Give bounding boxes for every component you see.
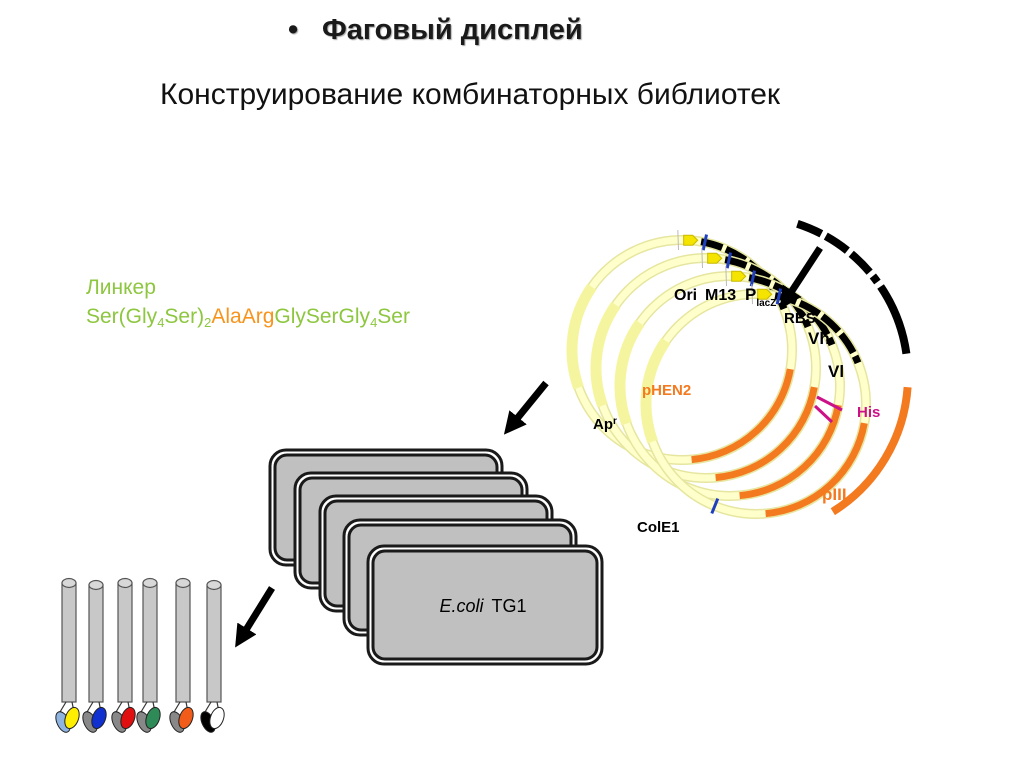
phen2-segment xyxy=(691,368,794,464)
vl-label: Vl xyxy=(828,362,844,381)
tick-mark xyxy=(677,230,680,251)
phage-linker xyxy=(59,701,67,713)
his-tag-marker xyxy=(813,404,834,424)
phen2-segment xyxy=(765,422,868,518)
phage-linker xyxy=(86,701,94,713)
linker-label: Линкер xyxy=(86,276,156,299)
slide-title-text: Фаговый дисплей xyxy=(322,14,583,46)
vh-label: Vh xyxy=(808,329,830,348)
phage-linker xyxy=(173,701,181,713)
plac-main: P xyxy=(745,285,756,304)
ori-marker xyxy=(749,270,757,287)
linker-block: Линкер Ser(Gly4Ser)2AlaArgGlySerGly4Ser xyxy=(86,273,410,331)
apr-label: Apr xyxy=(593,416,617,433)
phen2-label: pHEN2 xyxy=(642,382,691,399)
phage-body xyxy=(175,582,191,703)
slide-subtitle: Конструирование комбинаторных библиотек xyxy=(160,78,781,111)
ampr-segment xyxy=(614,319,645,426)
phage-linker xyxy=(115,701,123,713)
ori-marker xyxy=(701,234,709,251)
linker-part: Ser) xyxy=(164,305,205,328)
vh-segment xyxy=(796,219,881,285)
linker-part: 4 xyxy=(370,315,378,330)
ecoli-cell-box xyxy=(371,549,599,661)
phage-arrow-icon xyxy=(235,586,275,648)
phage-body xyxy=(142,582,158,703)
ecoli-italic: E.coli xyxy=(439,596,484,616)
his-tag-marker xyxy=(816,395,843,412)
antibody-domain-vh xyxy=(64,706,80,730)
bullet-icon: • xyxy=(288,14,299,46)
linker-sequence: Ser(Gly4Ser)2AlaArgGlySerGly4Ser xyxy=(86,302,410,331)
phage-particles xyxy=(55,577,225,733)
phage-linker xyxy=(140,701,148,713)
linker-part: Ser(Gly xyxy=(86,305,158,328)
phage-linker xyxy=(204,701,212,713)
ecoli-label: E.coli TG1 xyxy=(439,596,526,616)
phage-head-cap xyxy=(206,579,222,591)
antibody-domain-vh xyxy=(209,706,225,730)
phage-head-cap xyxy=(117,577,133,589)
phen2-segment xyxy=(715,386,818,482)
plasmid-maps xyxy=(566,219,912,519)
linker-part: 2 xyxy=(204,315,212,330)
cole1-marker xyxy=(710,498,720,514)
his-label: His xyxy=(857,404,880,421)
tick-mark xyxy=(725,266,728,287)
transform-arrow-icon xyxy=(503,380,549,435)
phage-body xyxy=(88,584,104,703)
vl-segment xyxy=(877,284,911,355)
plac-sub: lacZ xyxy=(756,298,776,309)
ecoli-cell-stack xyxy=(268,448,604,666)
piii-label: pIII xyxy=(822,485,847,504)
rbs-label: RBS xyxy=(784,310,816,327)
piii-segment xyxy=(830,386,912,516)
tick-mark xyxy=(751,284,754,305)
tick-mark xyxy=(701,248,704,269)
ori-marker xyxy=(725,252,733,269)
ori-label: Ori xyxy=(674,287,697,304)
antibody-domain-vh xyxy=(91,706,107,730)
phage-body xyxy=(61,582,77,703)
apr-main: Ap xyxy=(593,416,613,433)
antibody-domain-vh xyxy=(120,706,136,730)
phage-head-cap xyxy=(142,577,158,589)
ecoli-strain: TG1 xyxy=(492,596,527,616)
plac-promoter-icon xyxy=(731,270,747,282)
insert-arrow-icon xyxy=(779,246,823,310)
phen2-segment xyxy=(739,404,842,500)
apr-sup: r xyxy=(613,416,617,427)
ampr-segment xyxy=(590,301,621,408)
antibody-domain-vh xyxy=(145,706,161,730)
slide-title: • Фаговый дисплей xyxy=(288,14,583,47)
m13-label: M13 xyxy=(705,287,736,304)
plasmid-labels: Ori M13 PlacZ RBS Vh Vl His pHEN2 Apr pI… xyxy=(593,285,880,536)
plac-promoter-icon xyxy=(757,288,773,300)
linker-part: AlaArg xyxy=(211,305,275,328)
linker-part: GlySerGly xyxy=(274,305,371,328)
phage-head-cap xyxy=(61,577,77,589)
ampr-segment xyxy=(566,283,597,390)
ampr-segment xyxy=(640,337,671,444)
plac-label: PlacZ xyxy=(745,285,776,309)
plac-promoter-icon xyxy=(683,234,699,246)
phage-head-cap xyxy=(88,579,104,591)
plac-promoter-icon xyxy=(707,252,723,264)
antibody-domain-vh xyxy=(178,706,194,730)
phage-body xyxy=(206,584,222,703)
cole1-label: ColE1 xyxy=(637,519,680,536)
phage-body xyxy=(117,582,133,703)
linker-part: Ser xyxy=(377,305,410,328)
arrows xyxy=(235,246,823,648)
phage-head-cap xyxy=(175,577,191,589)
linker-part: 4 xyxy=(157,315,165,330)
